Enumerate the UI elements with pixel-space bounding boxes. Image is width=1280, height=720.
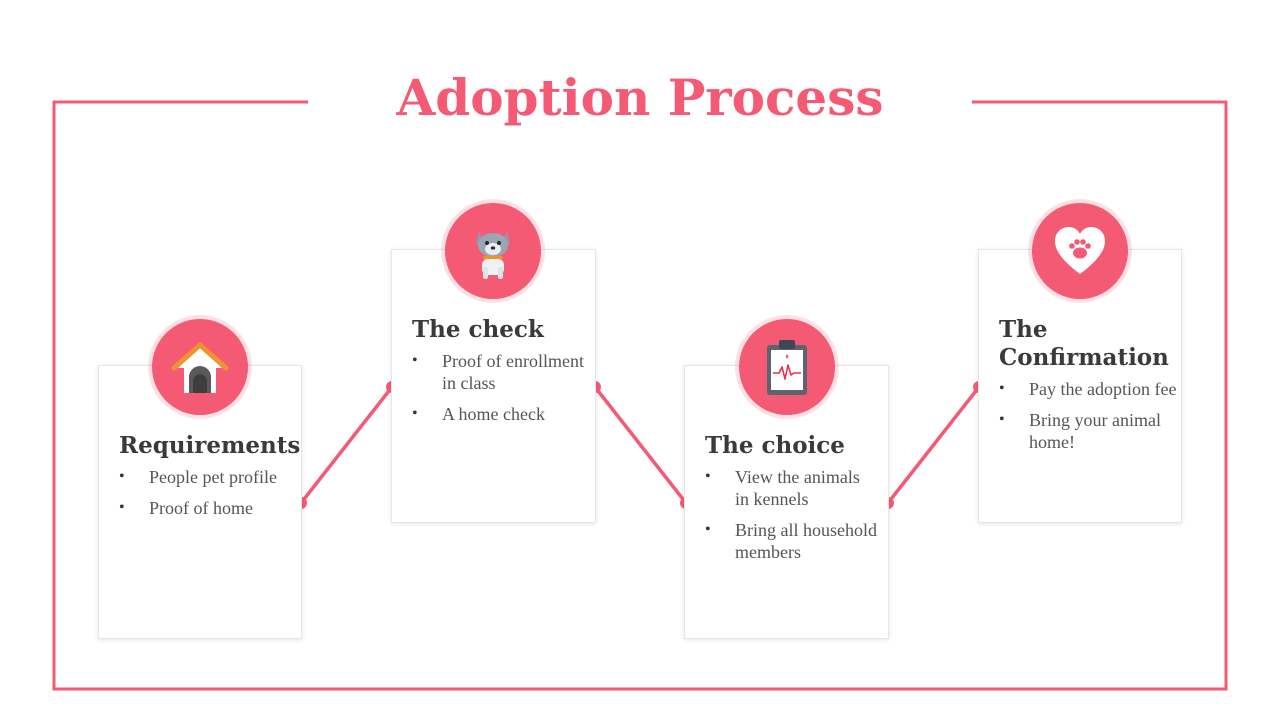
outer-frame bbox=[52, 100, 1228, 691]
bullet-item: Pay the adoption fee bbox=[999, 378, 1177, 400]
connector-3-4 bbox=[886, 385, 981, 505]
bullet-item: Bring all household members bbox=[705, 519, 878, 563]
step-icon-badge bbox=[1032, 203, 1128, 299]
heart-paw-icon bbox=[1055, 227, 1105, 274]
step-title: The choice bbox=[705, 432, 845, 459]
step-bullets: Pay the adoption fee Bring your animal h… bbox=[999, 378, 1177, 453]
step-title: The Confirmation bbox=[999, 316, 1169, 371]
bullet-item: Proof of enrollment in class bbox=[412, 350, 585, 394]
dog-icon bbox=[476, 231, 510, 279]
bullet-item: A home check bbox=[412, 403, 585, 425]
bullet-item: Bring your animal home! bbox=[999, 409, 1177, 453]
step-icon-badge bbox=[445, 203, 541, 299]
step-title: The check bbox=[412, 316, 544, 343]
dog-house-icon bbox=[171, 342, 229, 393]
step-bullets: View the animals in kennels Bring all ho… bbox=[705, 466, 878, 563]
bullet-item: Proof of home bbox=[119, 497, 291, 519]
step-bullets: Proof of enrollment in class A home chec… bbox=[412, 350, 585, 425]
connector-1-2 bbox=[299, 385, 394, 505]
step-card-requirements: Requirements People pet profile Proof of… bbox=[98, 365, 302, 639]
step-title: Requirements bbox=[119, 432, 301, 459]
page-title: Adoption Process bbox=[396, 68, 884, 127]
bullet-item: View the animals in kennels bbox=[705, 466, 878, 510]
clipboard-heartbeat-icon bbox=[767, 340, 807, 395]
bullet-item: People pet profile bbox=[119, 466, 291, 488]
step-bullets: People pet profile Proof of home bbox=[119, 466, 291, 519]
step-icon-badge bbox=[739, 319, 835, 415]
connector-2-3 bbox=[593, 385, 688, 505]
step-icon-badge bbox=[152, 319, 248, 415]
